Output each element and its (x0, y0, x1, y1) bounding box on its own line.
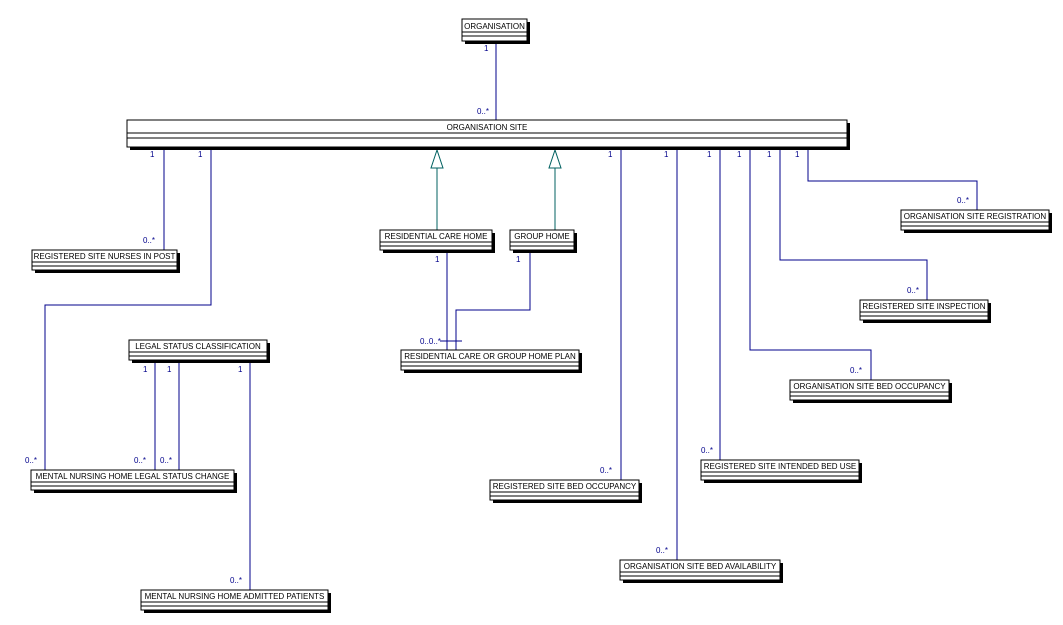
class-group-home[interactable]: GROUP HOME (509, 229, 577, 253)
class-registered-site-bed-occupancy[interactable]: REGISTERED SITE BED OCCUPANCY (489, 479, 642, 503)
assoc-inspection (779, 148, 928, 300)
class-residential-care-home[interactable]: RESIDENTIAL CARE HOME (379, 229, 495, 253)
class-registered-site-intended-bed-use[interactable]: REGISTERED SITE INTENDED BED USE (700, 459, 862, 483)
mult-site-legal-one: 1 (198, 150, 203, 159)
mult-legal-change-many-a: 0..* (25, 456, 37, 465)
mult-classification-one-b: 1 (167, 365, 172, 374)
class-org-bed-occupancy-label: ORGANISATION SITE BED OCCUPANCY (793, 382, 946, 391)
mult-change-many-b: 0..* (134, 456, 146, 465)
class-registered-site-nurses-in-post[interactable]: REGISTERED SITE NURSES IN POST (31, 249, 180, 273)
mult-site-intended-one: 1 (707, 150, 712, 159)
mult-orgbedocc-many: 0..* (850, 366, 862, 375)
class-organisation-label: ORGANISATION (464, 22, 525, 31)
assoc-org-bed-occupancy (749, 148, 872, 380)
class-bed-availability-label: ORGANISATION SITE BED AVAILABILITY (624, 562, 777, 571)
mult-plan-many: 0..0..* (420, 337, 441, 346)
class-group-home-label: GROUP HOME (514, 232, 569, 241)
class-organisation-site-label: ORGANISATION SITE (447, 123, 528, 132)
gen-arrow-residential (430, 148, 444, 169)
class-legal-status-classification-label: LEGAL STATUS CLASSIFICATION (135, 342, 261, 351)
class-registration-label: ORGANISATION SITE REGISTRATION (904, 212, 1047, 221)
class-organisation-site-bed-availability[interactable]: ORGANISATION SITE BED AVAILABILITY (619, 559, 783, 583)
class-intended-bed-use-label: REGISTERED SITE INTENDED BED USE (704, 462, 856, 471)
class-legal-status-change-label: MENTAL NURSING HOME LEGAL STATUS CHANGE (36, 472, 230, 481)
mult-inspection-many: 0..* (907, 286, 919, 295)
mult-registration-many: 0..* (957, 196, 969, 205)
mult-residential-one: 1 (435, 255, 440, 264)
class-inspection-label: REGISTERED SITE INSPECTION (862, 302, 985, 311)
mult-classification-one-a: 1 (143, 365, 148, 374)
mult-site-bedavail-one: 1 (664, 150, 669, 159)
mult-classification-one-c: 1 (238, 365, 243, 374)
class-residential-care-or-group-home-plan[interactable]: RESIDENTIAL CARE OR GROUP HOME PLAN (400, 349, 582, 373)
class-organisation-site-bed-occupancy[interactable]: ORGANISATION SITE BED OCCUPANCY (789, 379, 952, 403)
class-nurses-label: REGISTERED SITE NURSES IN POST (34, 252, 176, 261)
class-registered-site-inspection[interactable]: REGISTERED SITE INSPECTION (859, 299, 991, 323)
class-organisation-site-registration[interactable]: ORGANISATION SITE REGISTRATION (900, 209, 1052, 233)
class-mental-nursing-home-legal-status-change[interactable]: MENTAL NURSING HOME LEGAL STATUS CHANGE (30, 469, 237, 493)
mult-site-many: 0..* (477, 107, 489, 116)
class-residential-care-home-label: RESIDENTIAL CARE HOME (385, 232, 488, 241)
mult-site-orgbedocc-one: 1 (737, 150, 742, 159)
mult-site-bedocc-one: 1 (608, 150, 613, 159)
class-mental-nursing-home-admitted-patients[interactable]: MENTAL NURSING HOME ADMITTED PATIENTS (140, 589, 331, 613)
class-registered-bed-occupancy-label: REGISTERED SITE BED OCCUPANCY (493, 482, 637, 491)
class-plan-label: RESIDENTIAL CARE OR GROUP HOME PLAN (404, 352, 576, 361)
class-organisation-site[interactable]: ORGANISATION SITE (126, 119, 850, 150)
assoc-registration (807, 148, 978, 210)
mult-site-inspection-one: 1 (767, 150, 772, 159)
class-organisation[interactable]: ORGANISATION (461, 18, 530, 44)
mult-bedocc-many: 0..* (600, 466, 612, 475)
gen-arrow-group (548, 148, 562, 169)
mult-bedavail-many: 0..* (656, 546, 668, 555)
mult-admitted-many: 0..* (230, 576, 242, 585)
mult-site-nurses-one: 1 (150, 150, 155, 159)
mult-nurses-many: 0..* (143, 236, 155, 245)
assoc-site-legal-status-change (44, 148, 212, 470)
mult-grouphome-one: 1 (516, 255, 521, 264)
mult-change-many-c: 0..* (160, 456, 172, 465)
mult-intended-many: 0..* (701, 446, 713, 455)
mult-site-registration-one: 1 (795, 150, 800, 159)
assoc-group-plan (455, 253, 531, 350)
mult-organisation-one: 1 (484, 44, 489, 53)
class-admitted-patients-label: MENTAL NURSING HOME ADMITTED PATIENTS (145, 592, 325, 601)
class-legal-status-classification[interactable]: LEGAL STATUS CLASSIFICATION (128, 339, 270, 363)
